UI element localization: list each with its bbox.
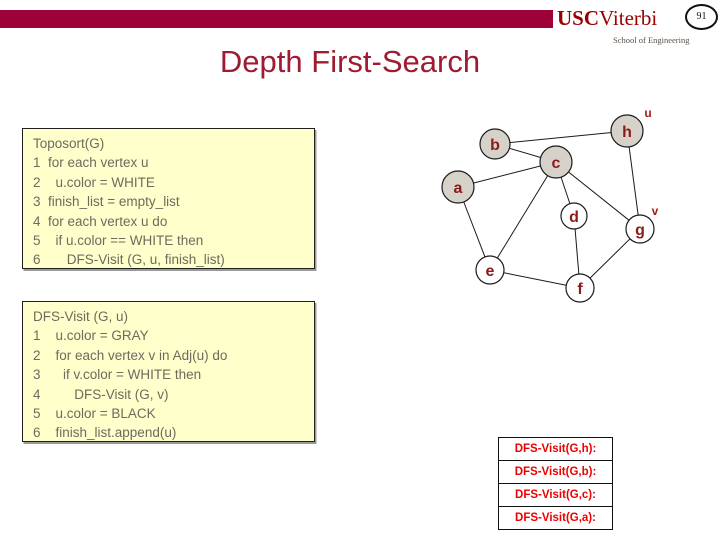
- code-line: 5 if u.color == WHITE then: [33, 233, 204, 249]
- graph-node-b: [479, 128, 511, 160]
- logo-viterbi-text: Viterbi: [599, 6, 658, 30]
- usc-viterbi-logo: USCViterbi School of Engineering: [557, 5, 720, 47]
- logo-wordmark: USCViterbi: [557, 5, 720, 31]
- graph-node-e: [475, 255, 505, 285]
- dfs-graph: b h c a d g e f u v: [441, 106, 659, 303]
- graph-node-label-h: h: [622, 124, 632, 141]
- call-stack-item: DFS-Visit(G,a):: [498, 506, 613, 530]
- page-title: Depth First-Search: [219, 44, 481, 79]
- graph-node-label-f: f: [577, 281, 583, 298]
- code-line: 6 finish_list.append(u): [33, 425, 177, 441]
- call-stack-item: DFS-Visit(G,c):: [498, 483, 613, 507]
- graph-node-label-b: b: [490, 137, 500, 154]
- graph-node-label-d: d: [569, 209, 579, 226]
- dfs-visit-pseudocode-box: DFS-Visit (G, u) 1 u.color = GRAY 2 for ea…: [22, 301, 315, 442]
- graph-edge-c-e: [489, 161, 557, 271]
- call-stack-item: DFS-Visit(G,b):: [498, 460, 613, 484]
- graph-node-h: [610, 114, 644, 148]
- logo-school-text: School of Engineering: [613, 35, 690, 45]
- graph-node-f: [565, 273, 595, 303]
- graph-edge-b-h: [494, 130, 628, 145]
- graph-annotation-v: v: [652, 204, 659, 218]
- header-bar: [0, 10, 553, 28]
- graph-node-label-e: e: [486, 263, 495, 280]
- page-number-badge: 91: [685, 4, 718, 30]
- graph-node-label-g: g: [635, 222, 645, 239]
- call-stack-item: DFS-Visit(G,h):: [498, 437, 613, 461]
- code-line: 3 finish_list = empty_list: [33, 194, 180, 210]
- graph-node-a: [441, 170, 475, 204]
- graph-node-g: [625, 214, 655, 244]
- code-line: 2 for each vertex v in Adj(u) do: [33, 347, 228, 363]
- graph-edge-a-c: [457, 161, 557, 188]
- logo-usc-text: USC: [557, 6, 600, 30]
- graph-edge-c-g: [555, 161, 641, 230]
- toposort-pseudocode-box: Toposort(G) 1 for each vertex u 2 u.color …: [22, 128, 315, 269]
- graph-annotation-u: u: [644, 106, 651, 120]
- code-line: 1 for each vertex u: [33, 155, 149, 171]
- graph-node-c: [539, 145, 573, 179]
- graph-node-d: [560, 202, 588, 230]
- code-line: 3 if v.color = WHITE then: [33, 367, 202, 383]
- code-line: 4 DFS-Visit (G, v): [33, 386, 169, 402]
- code-line: DFS-Visit (G, u): [33, 309, 129, 324]
- code-line: 6 DFS-Visit (G, u, finish_list): [33, 252, 225, 268]
- code-line: 2 u.color = WHITE: [33, 174, 155, 190]
- call-stack: DFS-Visit(G,h):DFS-Visit(G,b):DFS-Visit(…: [498, 437, 613, 530]
- code-line: 5 u.color = BLACK: [33, 406, 156, 422]
- code-line: 1 u.color = GRAY: [33, 328, 149, 344]
- graph-edge-e-f: [489, 269, 581, 289]
- code-line: Toposort(G): [33, 136, 105, 151]
- graph-node-label-c: c: [552, 155, 561, 172]
- graph-node-label-a: a: [454, 180, 463, 197]
- code-line: 4 for each vertex u do: [33, 213, 168, 229]
